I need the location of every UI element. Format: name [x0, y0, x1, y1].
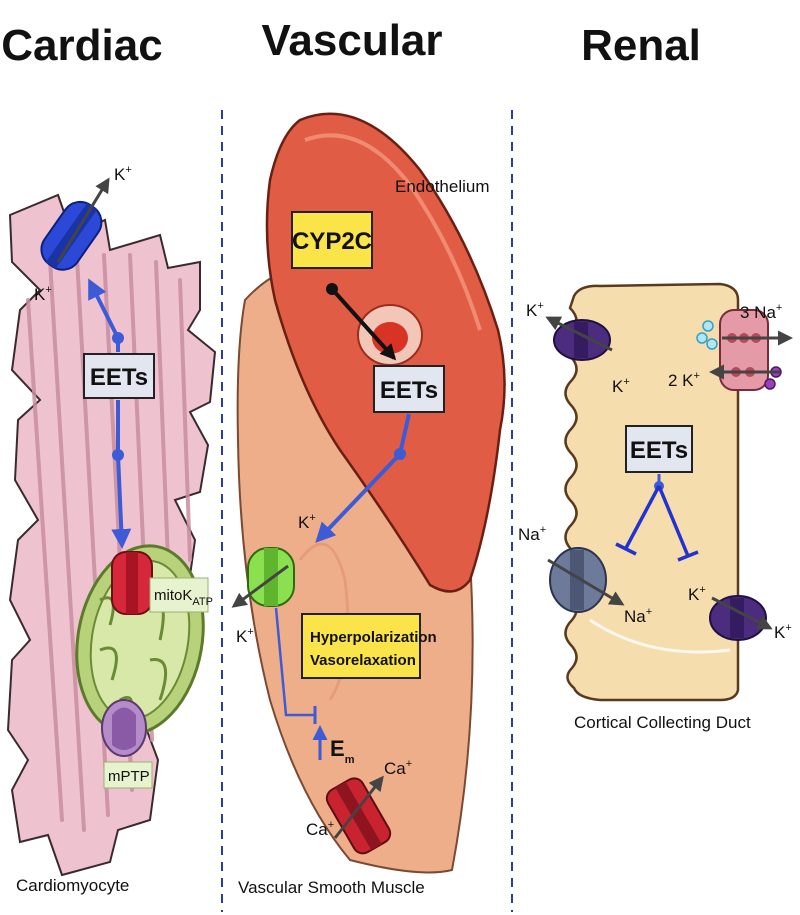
- mptp-channel: [101, 699, 147, 757]
- effect-line-1: Hyperpolarization: [310, 629, 437, 646]
- mitok-atp-label: mitoKATP: [154, 587, 213, 608]
- caption-vascular: Vascular Smooth Muscle: [238, 878, 425, 897]
- em-label: Em: [330, 736, 355, 766]
- arrow-eets-to-mitok: [111, 454, 132, 549]
- na3-label: 3 Na+: [740, 302, 782, 322]
- k-channel-left: [553, 319, 611, 361]
- k2-label: 2 K+: [668, 370, 700, 390]
- vascular-panel: Endothelium CYP2C EETs K+ K+ Hyperpolari…: [231, 112, 506, 897]
- inhibition-enac: [624, 485, 661, 549]
- na-in-label: Na+: [518, 524, 546, 544]
- cyp2c-box: [291, 211, 373, 269]
- renal-panel: K+ K+ 3 Na+ 2 K+ EETs: [518, 282, 793, 732]
- inhibition-romk: [657, 485, 690, 557]
- arrow-eets-to-k-channel: [88, 278, 120, 339]
- k-plus-left-label: K+: [34, 284, 52, 304]
- ca-channel: [325, 777, 392, 855]
- k-right-out-label: K+: [774, 622, 792, 642]
- title-renal: Renal: [581, 21, 701, 70]
- mitok-atp-channel: [111, 551, 153, 615]
- inhibition-line: [274, 607, 315, 717]
- title-cardiac: Cardiac: [1, 21, 162, 70]
- ca-in-label: Ca+: [306, 819, 334, 839]
- eets-box-vascular: [373, 365, 445, 413]
- k-plus-top-label: K+: [114, 164, 132, 184]
- arrow-cyp2c-to-eets: [330, 287, 397, 361]
- na-out-label: Na+: [624, 606, 652, 626]
- effect-box: [301, 613, 421, 679]
- cyp2c-label: CYP2C: [292, 228, 372, 255]
- k-left-out-label: K+: [526, 300, 544, 320]
- cardiac-panel: K+ K+ mitoKATP mPTP EETs Cardiomyocyte: [6, 164, 217, 895]
- caption-renal: Cortical Collecting Duct: [574, 713, 751, 732]
- effect-line-2: Vasorelaxation: [310, 652, 416, 669]
- eets-box-cardiac: [83, 353, 155, 399]
- eets-label-renal: EETs: [630, 437, 688, 464]
- mptp-label: mPTP: [108, 768, 150, 785]
- enac-channel: [549, 547, 607, 613]
- endothelium-label: Endothelium: [395, 177, 490, 196]
- ca-out-label: Ca+: [384, 758, 412, 778]
- eets-box-renal: [625, 425, 693, 473]
- k-out-label: K+: [236, 626, 254, 646]
- k-in-label: K+: [298, 512, 316, 532]
- arrow-eets-to-bk-channel: [315, 452, 402, 543]
- caption-cardiomyocyte: Cardiomyocyte: [16, 876, 129, 895]
- title-vascular: Vascular: [261, 16, 442, 65]
- k-left-in-label: K+: [612, 376, 630, 396]
- eets-label-cardiac: EETs: [90, 364, 148, 391]
- eets-label-vascular: EETs: [380, 377, 438, 404]
- k-right-in-label: K+: [688, 584, 706, 604]
